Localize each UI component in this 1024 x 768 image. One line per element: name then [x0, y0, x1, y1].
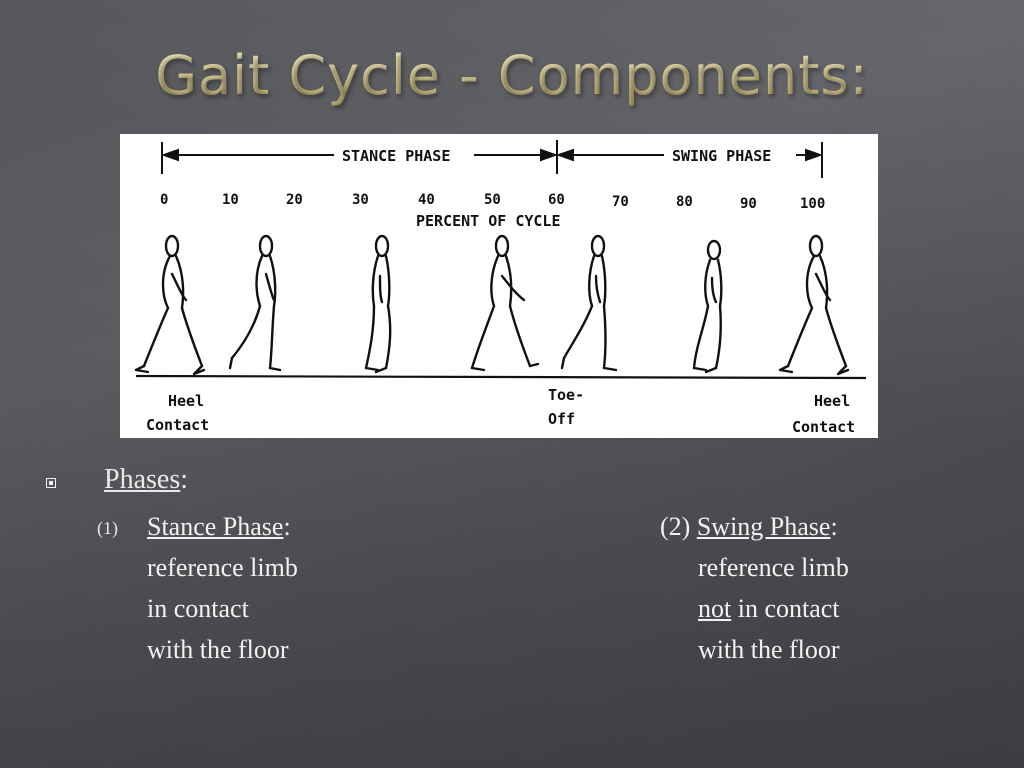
walker-figure [560, 234, 618, 372]
stance-phase-label: STANCE PHASE [342, 147, 450, 165]
tick-label: 100 [800, 196, 825, 212]
gait-cycle-diagram: STANCE PHASE SWING PHASE 0 10 20 30 40 5… [120, 134, 878, 438]
tick-label: 50 [484, 192, 501, 208]
swing-line: reference limb [698, 553, 849, 582]
heel-contact-right-line1: Heel [814, 392, 850, 410]
gait-diagram-svg: STANCE PHASE SWING PHASE 0 10 20 30 40 5… [134, 140, 867, 436]
phases-label: Phases [104, 464, 181, 495]
percent-of-cycle-label: PERCENT OF CYCLE [416, 212, 561, 230]
heel-contact-left-line2: Contact [146, 416, 209, 434]
percent-ticks: 0 10 20 30 40 50 60 70 80 90 100 [160, 192, 825, 212]
swing-phase-colon: : [830, 512, 838, 541]
square-bullet-icon [46, 478, 56, 488]
swing-not-emphasis: not [698, 594, 732, 623]
tick-label: 90 [740, 196, 757, 212]
swing-number: (2) [660, 512, 691, 541]
tick-label: 20 [286, 192, 303, 208]
swing-line: not in contact [660, 588, 849, 629]
stance-line: in contact [147, 594, 249, 623]
walker-figure [228, 234, 282, 372]
stance-number: (1) [97, 518, 118, 538]
swing-phase-name: Swing Phase [696, 512, 831, 541]
swing-phase-label: SWING PHASE [672, 147, 771, 165]
tick-label: 80 [676, 194, 693, 210]
walker-figure [470, 234, 540, 372]
heel-contact-right-line2: Contact [792, 418, 855, 436]
stance-phase-block: Stance Phase: reference limb in contact … [147, 506, 298, 670]
stance-line: with the floor [147, 635, 289, 664]
toe-off-line1: Toe- [548, 386, 584, 404]
swing-line-rest: in contact [731, 594, 840, 623]
swing-phase-block: (2) Swing Phase: reference limb not in c… [660, 506, 849, 670]
stance-line: reference limb [147, 553, 298, 582]
walker-figure [692, 239, 723, 374]
tick-label: 40 [418, 192, 435, 208]
phase-brackets [161, 140, 823, 178]
walker-figure [778, 234, 850, 376]
toe-off-line2: Off [548, 410, 575, 428]
stance-phase-title: Stance Phase: [147, 506, 298, 547]
swing-phase-title: (2) Swing Phase: [660, 506, 849, 547]
tick-label: 30 [352, 192, 369, 208]
phases-heading: Phases: [104, 464, 188, 496]
tick-label: 60 [548, 192, 565, 208]
walking-figures [134, 234, 850, 376]
tick-label: 10 [222, 192, 239, 208]
ground-line [135, 374, 867, 380]
stance-phase-colon: : [283, 512, 291, 541]
walker-figure [134, 234, 206, 376]
swing-line: with the floor [698, 635, 840, 664]
walker-figure [364, 234, 392, 374]
slide-title: Gait Cycle - Components: [0, 44, 1024, 107]
stance-phase-name: Stance Phase [147, 512, 284, 541]
heel-contact-left-line1: Heel [168, 392, 204, 410]
tick-label: 70 [612, 194, 629, 210]
tick-label: 0 [160, 192, 168, 208]
phases-colon: : [180, 464, 189, 495]
